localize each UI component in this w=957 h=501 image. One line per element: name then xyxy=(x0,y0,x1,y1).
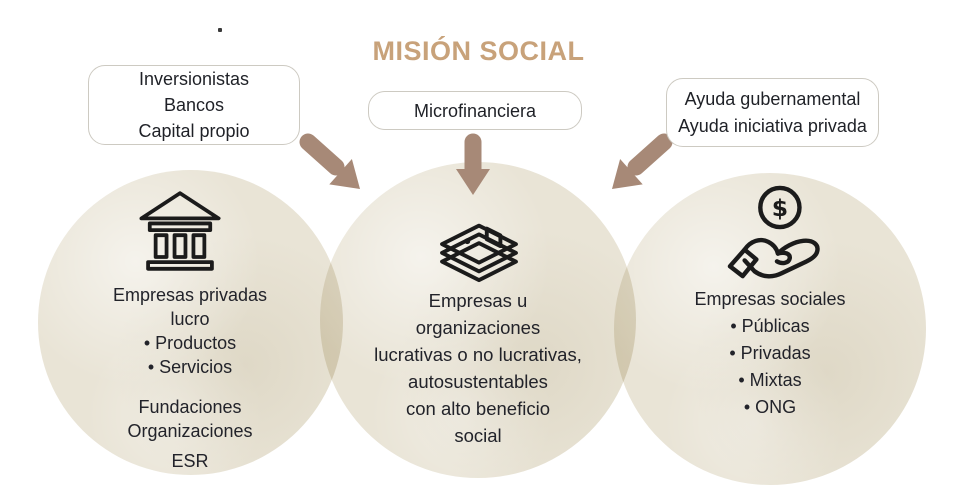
circle-private-companies xyxy=(38,170,343,475)
circle-text-line: autosustentables xyxy=(408,371,548,392)
circle-text-line: • Productos xyxy=(143,333,237,353)
circle-text-line: Empresas sociales xyxy=(694,289,846,309)
circle-text-line: • Privadas xyxy=(729,343,811,363)
circle-microfinance-orgs xyxy=(320,162,636,478)
circle-text-line: ESR xyxy=(171,451,209,471)
circle-text-line: • ONG xyxy=(743,397,797,417)
circle-social-companies-text: Empresas sociales • Públicas • Privadas … xyxy=(640,286,900,421)
circle-text-line: organizaciones xyxy=(415,317,541,338)
circle-text-line: lucrativas o no lucrativas, xyxy=(374,344,582,365)
bank-icon xyxy=(139,191,221,271)
circle-text-line: Fundaciones xyxy=(138,397,242,417)
arrow-down-left-icon xyxy=(612,133,673,189)
stray-dot xyxy=(218,28,222,32)
arrow-down-right-icon xyxy=(299,133,360,189)
page-title: MISIÓN SOCIAL xyxy=(372,36,585,66)
funding-box-line: Bancos xyxy=(163,95,225,115)
circle-text-line: • Servicios xyxy=(147,357,233,377)
arrow-down-icon xyxy=(456,133,490,195)
circle-text-line: • Mixtas xyxy=(738,370,802,390)
circle-text-line: Organizaciones xyxy=(127,421,253,441)
funding-box-aid: Ayuda gubernamental Ayuda iniciativa pri… xyxy=(666,78,879,147)
money-stack-icon xyxy=(440,223,518,283)
funding-box-line: Ayuda gubernamental xyxy=(684,88,861,109)
circle-text-line: social xyxy=(454,425,502,446)
funding-box-line: Capital propio xyxy=(138,121,250,141)
circle-microfinance-orgs-text: Empresas u organizaciones lucrativas o n… xyxy=(336,287,620,449)
circle-text-line: Empresas u xyxy=(428,290,528,311)
funding-box-equity: Inversionistas Bancos Capital propio xyxy=(88,65,300,145)
circle-text-line: Empresas privadas xyxy=(112,285,268,305)
circle-private-companies-text: Empresas privadas lucro • Productos • Se… xyxy=(60,283,320,473)
funding-box-line: Microfinanciera xyxy=(413,100,537,121)
dollar-sign-glyph: $ xyxy=(772,194,788,222)
dollar-hand-icon: $ xyxy=(727,185,820,279)
circle-text-line: • Públicas xyxy=(730,316,810,336)
funding-box-microfinance: Microfinanciera xyxy=(368,91,582,130)
circle-text-line: con alto beneficio xyxy=(406,398,550,419)
funding-box-line: Inversionistas xyxy=(138,69,250,89)
funding-box-line: Ayuda iniciativa privada xyxy=(678,115,867,136)
circle-text-line: lucro xyxy=(170,309,210,329)
